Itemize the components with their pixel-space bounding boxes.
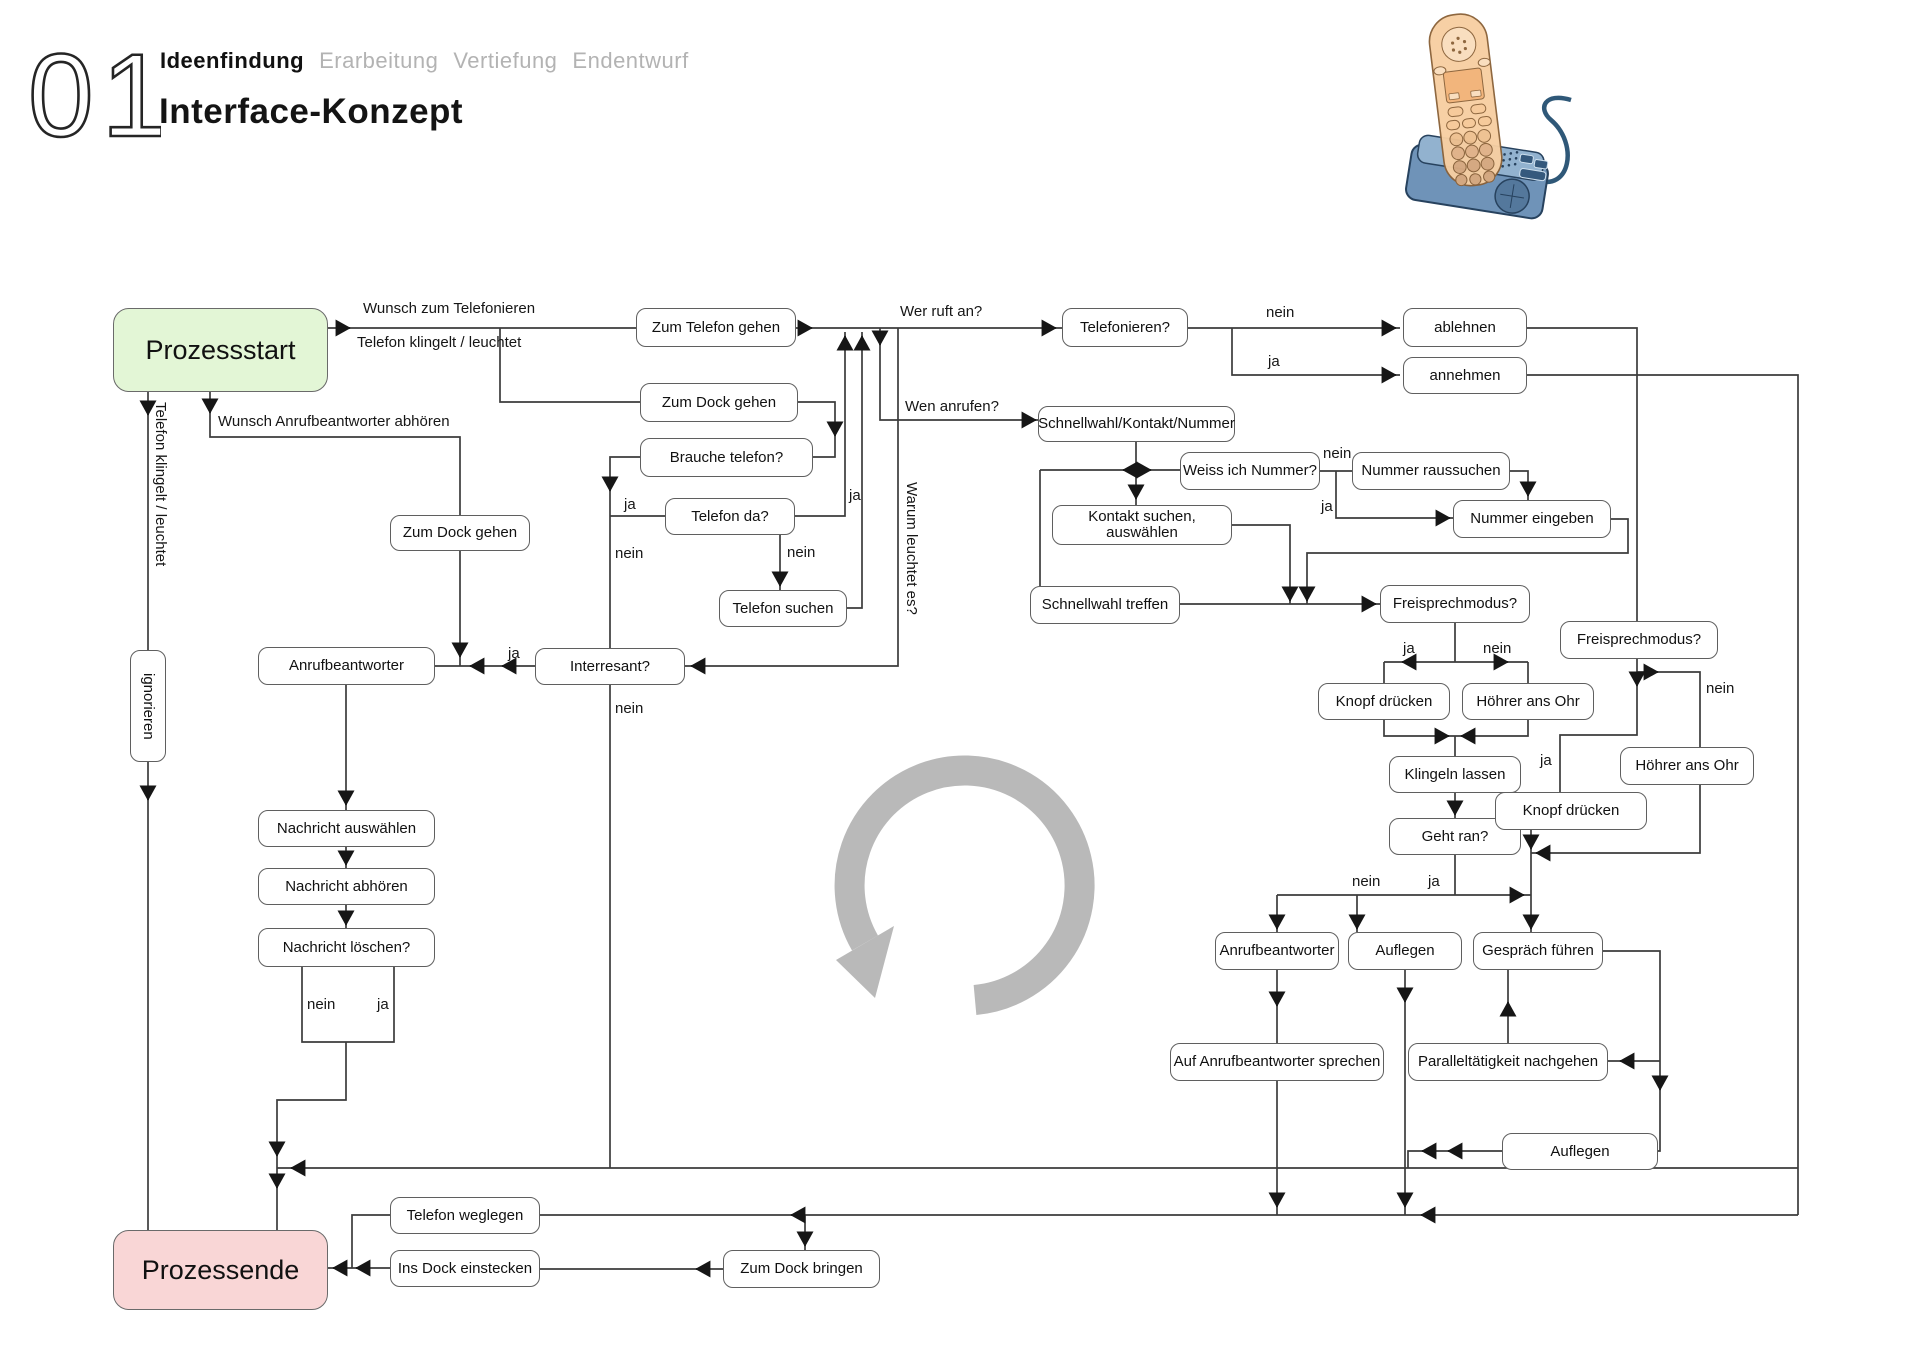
node-nachricht-auswaehlen: Nachricht auswählen [258, 810, 435, 847]
edge-label-warum-leuchtet-es: Warum leuchtet es? [903, 482, 920, 615]
tab-erarbeitung: Erarbeitung [319, 48, 439, 73]
edge-label-nein-interresant: nein [615, 700, 644, 717]
node-klingeln-lassen: Klingeln lassen [1389, 756, 1521, 793]
tab-vertiefung: Vertiefung [453, 48, 558, 73]
node-telefonieren: Telefonieren? [1062, 308, 1188, 347]
node-auflegen-2: Auflegen [1502, 1133, 1658, 1170]
node-telefon-da: Telefon da? [665, 498, 795, 535]
edge-label-ja-freisprech-2: ja [1540, 752, 1552, 769]
node-schnellwahl-kontakt-nummer: Schnellwahl/Kontakt/Nummer [1038, 406, 1235, 442]
node-schnellwahl-treffen: Schnellwahl treffen [1030, 586, 1180, 624]
node-anrufbeantworter-links: Anrufbeantworter [258, 647, 435, 685]
node-weiss-ich-nummer: Weiss ich Nummer? [1180, 452, 1320, 490]
edge-label-nein-freisprech-2: nein [1706, 680, 1735, 697]
edge-label-ja-brauche: ja [624, 496, 636, 513]
edge-label-nein-telefonieren: nein [1266, 304, 1295, 321]
node-paralleltaetigkeit-nachgehen: Paralleltätigkeit nachgehen [1408, 1043, 1608, 1081]
phone-cable [1536, 95, 1572, 185]
edge-label-telefon-klingelt-oben: Telefon klingelt / leuchtet [357, 334, 522, 351]
node-knopf-druecken-2: Knopf drücken [1495, 792, 1647, 830]
edge-label-ja-telefon-da: ja [849, 487, 861, 504]
phone-handset [1428, 13, 1503, 187]
edge-label-telefon-klingelt-vertikal: Telefon klingelt / leuchtet [152, 402, 169, 567]
cordless-phone-illustration [1405, 13, 1572, 220]
node-gespraech-fuehren: Gespräch führen [1473, 932, 1603, 970]
edge-label-nein-loeschen: nein [307, 996, 336, 1013]
edge-label-ja-geht-ran: ja [1428, 873, 1440, 890]
chapter-number-text: 01 [28, 30, 161, 158]
node-nummer-raussuchen: Nummer raussuchen [1352, 452, 1510, 490]
edge-label-wen-anrufen: Wen anrufen? [905, 398, 999, 415]
node-zum-dock-gehen-oben: Zum Dock gehen [640, 383, 798, 422]
node-nachricht-loeschen: Nachricht löschen? [258, 928, 435, 967]
node-knopf-druecken-1: Knopf drücken [1318, 683, 1450, 720]
node-hoehrer-ans-ohr-1: Höhrer ans Ohr [1462, 683, 1594, 720]
edge-label-wer-ruft-an: Wer ruft an? [900, 303, 983, 320]
tab-ideenfindung: Ideenfindung [160, 48, 305, 73]
phase-tabs: Ideenfindung Erarbeitung Vertiefung Ende… [160, 48, 689, 74]
node-prozessende: Prozessende [113, 1230, 328, 1310]
page-title: Interface-Konzept [159, 92, 464, 131]
node-ins-dock-einstecken: Ins Dock einstecken [390, 1250, 540, 1287]
edge-label-ja-loeschen: ja [377, 996, 389, 1013]
node-auflegen-1: Auflegen [1348, 932, 1462, 970]
edge-label-ja-interresant: ja [508, 645, 520, 662]
node-annehmen: annehmen [1403, 357, 1527, 394]
edge-label-ja-telefonieren: ja [1268, 353, 1280, 370]
edge-label-ja-freisprech-1: ja [1403, 640, 1415, 657]
node-nummer-eingeben: Nummer eingeben [1453, 500, 1611, 538]
node-freisprechmodus-2: Freisprechmodus? [1560, 621, 1718, 659]
node-hoehrer-ans-ohr-2: Höhrer ans Ohr [1620, 747, 1754, 785]
chapter-number: 01 [27, 29, 161, 158]
edge-label-nein-brauche: nein [615, 545, 644, 562]
edge-label-ja-weiss-nummer: ja [1321, 498, 1333, 515]
node-ignorieren: ignorieren [130, 650, 166, 762]
edge-label-nein-telefon-da: nein [787, 544, 816, 561]
node-ablehnen: ablehnen [1403, 308, 1527, 347]
node-zum-dock-gehen-links: Zum Dock gehen [390, 515, 530, 551]
node-prozessstart: Prozessstart [113, 308, 328, 392]
node-brauche-telefon: Brauche telefon? [640, 438, 813, 477]
node-interresant: Interresant? [535, 648, 685, 685]
edge-label-nein-geht-ran: nein [1352, 873, 1381, 890]
edge-label-nein-freisprech-1: nein [1483, 640, 1512, 657]
node-freisprechmodus-1: Freisprechmodus? [1380, 585, 1530, 623]
circular-arrow-icon [834, 755, 1095, 1015]
tab-endentwurf: Endentwurf [572, 48, 689, 73]
edge-label-wunsch-anrufbeantworter: Wunsch Anrufbeantworter abhören [218, 413, 450, 430]
node-telefon-suchen: Telefon suchen [719, 590, 847, 627]
node-telefon-weglegen: Telefon weglegen [390, 1197, 540, 1234]
node-zum-dock-bringen: Zum Dock bringen [723, 1250, 880, 1288]
ed­ge-label-nein-weiss-nummer: nein [1323, 445, 1352, 462]
node-zum-telefon-gehen: Zum Telefon gehen [636, 308, 796, 347]
node-anrufbeantworter-2: Anrufbeantworter [1215, 932, 1339, 970]
node-nachricht-abhoeren: Nachricht abhören [258, 868, 435, 905]
edge-label-wunsch-zum-telefonieren: Wunsch zum Telefonieren [363, 300, 536, 317]
node-kontakt-suchen-auswaehlen: Kontakt suchen, auswählen [1052, 505, 1232, 545]
node-auf-anrufbeantworter-sprechen: Auf Anrufbeantworter sprechen [1170, 1043, 1384, 1081]
